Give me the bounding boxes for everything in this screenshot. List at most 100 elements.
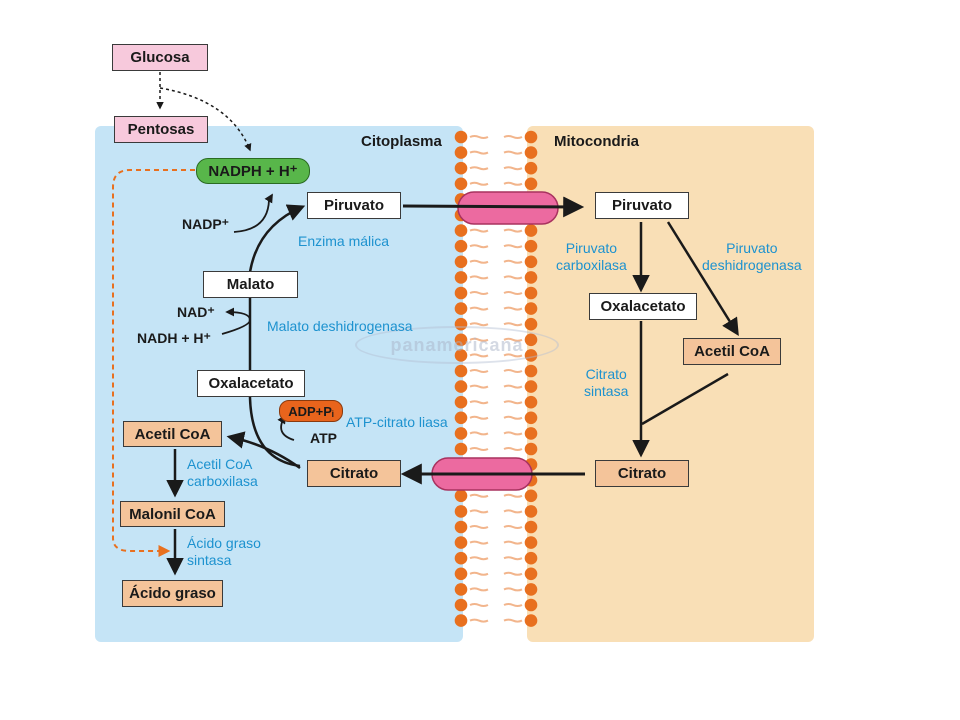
lipid-head: [454, 411, 468, 425]
lipid-tail: [503, 556, 523, 561]
acetil-coa-carboxilasa-line-1: Acetil CoA: [187, 456, 253, 472]
atp-label: ATP: [310, 430, 337, 446]
mitochondria-title: Mitocondria: [554, 133, 639, 150]
nadp-label: NADP⁺: [182, 216, 230, 232]
lipid-tail: [503, 587, 523, 592]
lipid-head: [454, 224, 468, 237]
lipid-head: [524, 255, 538, 269]
lipid-tail: [503, 322, 523, 327]
piruvato-carboxilasa-line-1: Piruvato: [565, 240, 618, 256]
lipid-head: [524, 489, 538, 503]
pyruvate-transport-arrow: [402, 196, 585, 218]
lipid-head: [454, 380, 468, 393]
lipid-tail: [503, 135, 523, 139]
oxalacetato-cyto-box: Oxalacetato: [197, 370, 305, 397]
acido-graso-sintasa-label: Ácido graso sintasa: [187, 535, 261, 569]
acido-graso-sintasa-line-1: Ácido graso: [187, 535, 261, 551]
citrato-sintasa-line-2: sintasa: [584, 383, 629, 399]
lipid-tail: [503, 181, 523, 186]
lipid-tail: [503, 525, 523, 529]
lipid-tail: [503, 228, 523, 233]
acetil-coa-mito-box: Acetil CoA: [683, 338, 781, 365]
lipid-tail: [469, 571, 489, 576]
lipid-tail: [503, 244, 523, 249]
lipid-head: [524, 302, 538, 315]
lipid-tail: [469, 259, 489, 264]
acetil-coa-cyto-box: Acetil CoA: [123, 421, 222, 447]
lipid-tail: [503, 509, 523, 514]
lipid-head: [454, 255, 468, 269]
lipid-tail: [503, 540, 523, 545]
malonil-coa-box: Malonil CoA: [120, 501, 225, 527]
oxalacetato-mito-box: Oxalacetato: [589, 293, 697, 320]
lipid-head: [454, 614, 468, 627]
adp-pi-box: ADP+Pᵢ: [279, 400, 343, 422]
lipid-tail: [469, 603, 489, 607]
lipid-head: [524, 505, 538, 518]
publisher-watermark: panamericana: [355, 326, 559, 364]
lipid-tail: [469, 306, 489, 311]
lipid-head: [454, 364, 468, 378]
lipid-head: [524, 380, 538, 393]
lipid-head: [454, 551, 468, 565]
lipid-tail: [503, 400, 523, 405]
lipid-head: [524, 146, 538, 159]
lipid-head: [524, 614, 538, 627]
malato-deshidrogenasa-label: Malato deshidrogenasa: [267, 318, 413, 334]
lipid-head: [524, 395, 538, 409]
lipid-head: [524, 551, 538, 565]
lipid-head: [454, 598, 468, 612]
nadp-to-nadph-arrow: [233, 193, 273, 233]
lipid-tail: [469, 244, 489, 249]
lipid-tail: [503, 431, 523, 436]
lipid-tail: [469, 400, 489, 405]
lipid-tail: [469, 618, 489, 623]
acetil-coa-carboxilasa-line-2: carboxilasa: [187, 473, 258, 489]
lipid-head: [454, 302, 468, 315]
lipid-tail: [469, 556, 489, 561]
lipid-head: [524, 224, 538, 237]
lipid-head: [454, 489, 468, 503]
lipid-head: [524, 130, 538, 144]
acido-graso-sintasa-line-2: sintasa: [187, 552, 232, 568]
lipid-head: [454, 130, 468, 144]
piruvato-deshidrogenasa-line-1: Piruvato: [726, 240, 778, 256]
malato-to-piruvato-curve: [248, 204, 306, 273]
citrato-to-oxalacetato-curve: [248, 396, 301, 468]
lipid-head: [524, 161, 538, 175]
lipid-tail: [469, 322, 489, 327]
lipid-head: [454, 567, 468, 581]
acido-graso-box: Ácido graso: [122, 580, 223, 607]
piruvato-cyto-box: Piruvato: [307, 192, 401, 219]
lipid-head: [524, 427, 538, 440]
lipid-head: [524, 583, 538, 596]
lipid-tail: [469, 525, 489, 529]
lipid-head: [454, 536, 468, 549]
lipid-tail: [469, 447, 489, 451]
lipid-tail: [469, 493, 489, 498]
lipid-tail: [503, 369, 523, 373]
lipid-head: [524, 411, 538, 425]
enzima-malica-label: Enzima málica: [298, 233, 390, 249]
lipid-tail: [469, 150, 489, 155]
lipid-head: [454, 442, 468, 456]
lipid-head: [454, 239, 468, 253]
glucosa-to-nadph-arrow: [159, 87, 252, 152]
lipid-tail: [469, 369, 489, 373]
lipid-head: [454, 395, 468, 409]
lipid-head: [524, 536, 538, 549]
lipid-head: [454, 177, 468, 191]
lipid-head: [454, 520, 468, 534]
lipid-tail: [503, 150, 523, 155]
piruvato-carboxilasa-label: Piruvato carboxilasa: [556, 240, 627, 274]
lipid-tail: [503, 493, 523, 498]
lipid-tail: [469, 228, 489, 233]
lipid-tail: [469, 166, 489, 171]
pentosas-box: Pentosas: [114, 116, 208, 143]
lipid-head: [524, 567, 538, 581]
lipid-tail: [469, 509, 489, 514]
lipid-tail: [469, 384, 489, 389]
citrato-mito-box: Citrato: [595, 460, 689, 487]
lipid-head: [454, 505, 468, 518]
